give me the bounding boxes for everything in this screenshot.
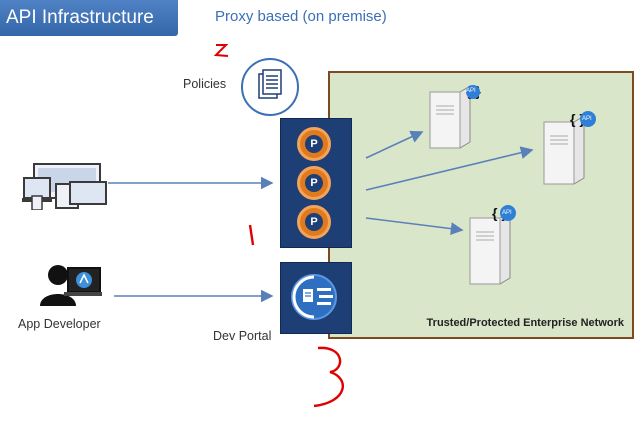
api-server-icon: { }: [469, 205, 516, 285]
policies-icon: [241, 58, 299, 116]
app-developer-label: App Developer: [18, 317, 101, 331]
annotation-mark: [313, 346, 344, 408]
annotation-text: 3: [330, 376, 331, 377]
page-title: API Infrastructure: [0, 0, 178, 36]
devices-icon: [22, 163, 107, 210]
proxy-badge: P: [297, 205, 331, 239]
api-badge-text: API: [502, 210, 512, 216]
dev-portal-icon: [291, 274, 337, 320]
dev-portal-label: Dev Portal: [213, 329, 272, 343]
api-badge-text: API: [466, 88, 476, 94]
network-label: Trusted/Protected Enterprise Network: [426, 317, 624, 329]
page-subtitle: Proxy based (on premise): [215, 8, 387, 25]
api-proxy-stack: P P P: [280, 118, 352, 248]
policies-label: Policies: [183, 77, 227, 91]
annotation-text: 2.: [220, 44, 221, 45]
annotation-mark: [213, 44, 229, 57]
annotation-mark: [248, 224, 255, 246]
api-server-icon: { }: [429, 83, 481, 149]
proxy-to-server-arrow: [365, 146, 534, 191]
proxy-to-server-arrow: [365, 130, 424, 159]
annotation-text: 1.: [252, 236, 253, 237]
api-server-icon: { }: [543, 111, 596, 185]
api-badge-text: API: [582, 116, 592, 122]
dev-portal-box: [280, 262, 352, 334]
proxy-badge: P: [297, 166, 331, 200]
proxy-badge: P: [297, 127, 331, 161]
app-developer-icon: [40, 265, 102, 306]
proxy-to-server-arrow: [365, 217, 464, 235]
